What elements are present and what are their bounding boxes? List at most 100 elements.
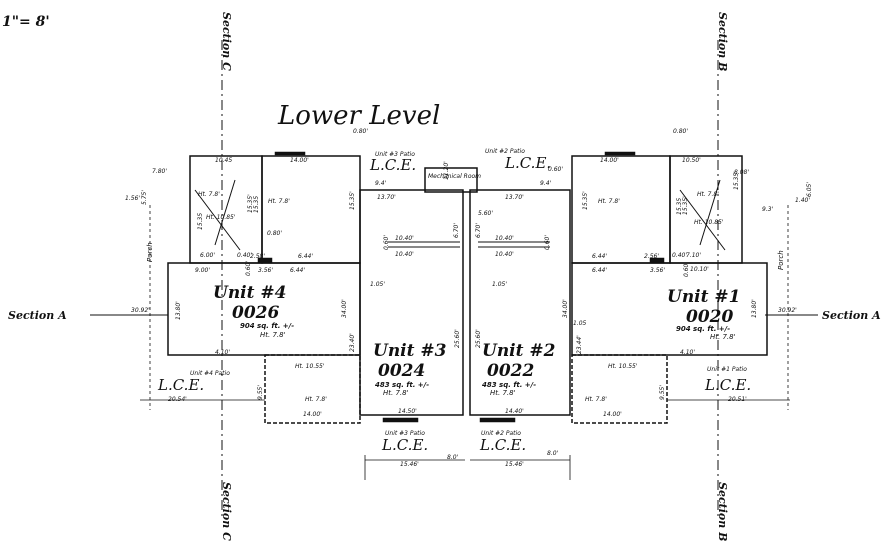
scale-label: 1"= 8'	[2, 14, 50, 30]
dim-label: 10.40'	[495, 235, 514, 242]
dim-label: 15.35'	[247, 194, 254, 213]
dim-label: 6.00'	[200, 252, 215, 259]
dim-label: 10.45	[215, 157, 232, 164]
dim-label: 13.70'	[377, 194, 396, 201]
dim-label: 6.05'	[806, 182, 813, 197]
mechanical-room	[424, 167, 478, 193]
dim-label: 1.40'	[795, 197, 810, 204]
dim-label: 9.4'	[540, 180, 552, 187]
section-b-top-label: Section B	[716, 12, 729, 71]
dim-label: 0.40'	[672, 252, 687, 259]
unit4-number: 0026	[232, 303, 279, 323]
mechanical-room-label: Mechanical Room	[428, 173, 481, 180]
dim-label: 0.60'	[548, 166, 563, 173]
ht-label: Ht. 10.85'	[206, 214, 236, 221]
dim-label: 0.60'	[245, 261, 252, 276]
unit4-area: 904 sq. ft. +/-	[240, 322, 294, 330]
dim-label: 0.40'	[237, 252, 252, 259]
dim-label: 0.80'	[267, 230, 282, 237]
dim-label: 0.80'	[673, 128, 688, 135]
dim-label: 8.0'	[447, 454, 459, 461]
lce-unit2-bottom: L.C.E.	[479, 436, 526, 454]
dim-label: 34.00'	[341, 299, 348, 318]
dim-label: 23.44'	[576, 335, 583, 354]
dim-label: 0.80'	[353, 128, 368, 135]
section-c-bottom-label: Section C	[220, 482, 233, 541]
patio-unit2-top: Unit #2 Patio	[485, 148, 525, 155]
section-a-left-label: Section A	[8, 309, 67, 322]
dim-label: 13.70'	[505, 194, 524, 201]
unit1-lower	[571, 354, 668, 424]
lce-unit1-bottom: L.C.E.	[704, 376, 751, 394]
patio-unit3-top: Unit #3 Patio	[375, 151, 415, 158]
dim-label: 7.80'	[152, 168, 167, 175]
dim-label: 10.40'	[495, 251, 514, 258]
dim-label: 2.56'	[644, 253, 659, 260]
dim-label: 10.40'	[395, 235, 414, 242]
unit4-name: Unit #4	[213, 283, 287, 303]
unit2-height: Ht. 7.8'	[490, 389, 516, 397]
dim-label: 4.10'	[215, 349, 230, 356]
unit1-height: Ht. 7.8'	[710, 333, 736, 341]
unit1-name: Unit #1	[667, 287, 741, 307]
dim-label: 13.80'	[751, 299, 758, 318]
ht-label: Ht. 7.8'	[697, 191, 719, 198]
unit2-name: Unit #2	[482, 341, 556, 361]
dim-label: 9.55'	[659, 385, 666, 400]
dim-label: 20.51'	[728, 396, 747, 403]
dim-label: 9.3'	[762, 206, 774, 213]
dim-label: 30.92'	[131, 307, 150, 314]
dim-label: 8.08'	[734, 169, 749, 176]
dim-label: 1.05'	[370, 281, 385, 288]
lce-unit2-top: L.C.E.	[504, 154, 551, 172]
dim-label: 9.4'	[375, 180, 387, 187]
page-title: Lower Level	[277, 101, 440, 131]
dim-label: 25.60'	[454, 329, 461, 348]
patio-unit2-bottom: Unit #2 Patio	[481, 430, 521, 437]
dim-label: 9.00'	[195, 267, 210, 274]
patio-unit4: Unit #4 Patio	[190, 370, 230, 377]
unit1-area: 904 sq. ft. +/-	[676, 325, 730, 333]
unit3-height: Ht. 7.8'	[383, 389, 409, 397]
section-b-bottom-label: Section B	[716, 482, 729, 541]
unit1-main	[571, 262, 768, 356]
dim-label: 0.60'	[383, 235, 390, 250]
dim-label: 15.46'	[400, 461, 419, 468]
dim-label: 4.10'	[680, 349, 695, 356]
ht-label: Ht. 7.8'	[198, 191, 220, 198]
unit3-number: 0024	[378, 361, 425, 381]
dim-label: 6.44'	[298, 253, 313, 260]
ht-label: Ht. 10.85'	[694, 219, 724, 226]
porch-left: Porch	[146, 242, 154, 262]
dim-label: 15.46'	[505, 461, 524, 468]
dim-label: 9.55'	[257, 385, 264, 400]
patio-unit1: Unit #1 Patio	[707, 366, 747, 373]
dim-label: 10.50'	[682, 157, 701, 164]
section-c-top-label: Section C	[220, 12, 233, 71]
dim-label: 5.60'	[478, 210, 493, 217]
unit4-room-b	[261, 155, 361, 264]
unit3-main	[359, 189, 464, 416]
porch-right: Porch	[777, 250, 785, 270]
dim-label: 8.0'	[547, 450, 559, 457]
unit2-main	[469, 189, 571, 416]
dim-label: 1.05	[573, 320, 587, 327]
dim-label: 6.44'	[290, 267, 305, 274]
ht-label: Ht. 7.8'	[585, 396, 607, 403]
dim-label: 20.54'	[168, 396, 187, 403]
lce-unit4-bottom: L.C.E.	[157, 376, 204, 394]
dim-label: 1.05'	[492, 281, 507, 288]
dim-label: 7.10'	[686, 252, 701, 259]
dim-label: 0.60'	[683, 262, 690, 277]
dim-label: 14.50'	[398, 408, 417, 415]
dim-label: 5.75'	[141, 190, 148, 205]
dim-label: 34.00'	[562, 299, 569, 318]
dim-label: 14.00'	[303, 411, 322, 418]
lce-unit3-top: L.C.E.	[369, 156, 416, 174]
dim-label: 15.35	[197, 213, 204, 230]
dim-label: 14.00'	[600, 157, 619, 164]
lce-unit3-bottom: L.C.E.	[381, 436, 428, 454]
ht-label: Ht. 7.8'	[268, 198, 290, 205]
dim-label: 14.00'	[290, 157, 309, 164]
